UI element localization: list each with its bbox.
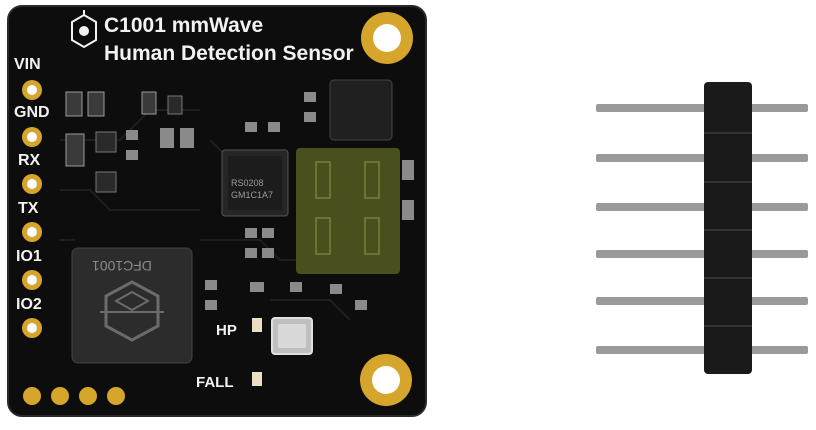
qfn-chip-label-2: GM1C1A7: [231, 190, 274, 200]
pin-label-gnd: GND: [14, 104, 50, 121]
bottom-pads: [23, 387, 125, 405]
qfn-chip: [221, 149, 289, 217]
main-chip-label: DFC1001: [92, 258, 152, 274]
passive-components: [65, 91, 414, 386]
pin-label-vin: VIN: [14, 56, 41, 73]
mounting-hole-bottom: [360, 354, 412, 406]
label-fall: FALL: [196, 374, 234, 391]
mounting-hole-top: [361, 12, 413, 64]
qfn-chip-label-1: RS0208: [231, 178, 264, 188]
pin-header: [596, 82, 808, 374]
pin-label-rx: RX: [18, 152, 41, 169]
pin-label-io2: IO2: [16, 296, 42, 313]
pin-label-io1: IO1: [16, 248, 42, 265]
side-pads: [22, 80, 42, 338]
pin-label-tx: TX: [18, 200, 39, 217]
flash-chip: [329, 79, 393, 141]
antenna-patch: [296, 148, 400, 274]
board-title-line1: C1001 mmWave: [104, 14, 264, 37]
main-chip: [71, 247, 193, 364]
logo-icon: [71, 10, 97, 49]
label-hp: HP: [216, 322, 237, 339]
board-title-line2: Human Detection Sensor: [104, 42, 354, 65]
crystal-oscillator: [271, 317, 313, 355]
